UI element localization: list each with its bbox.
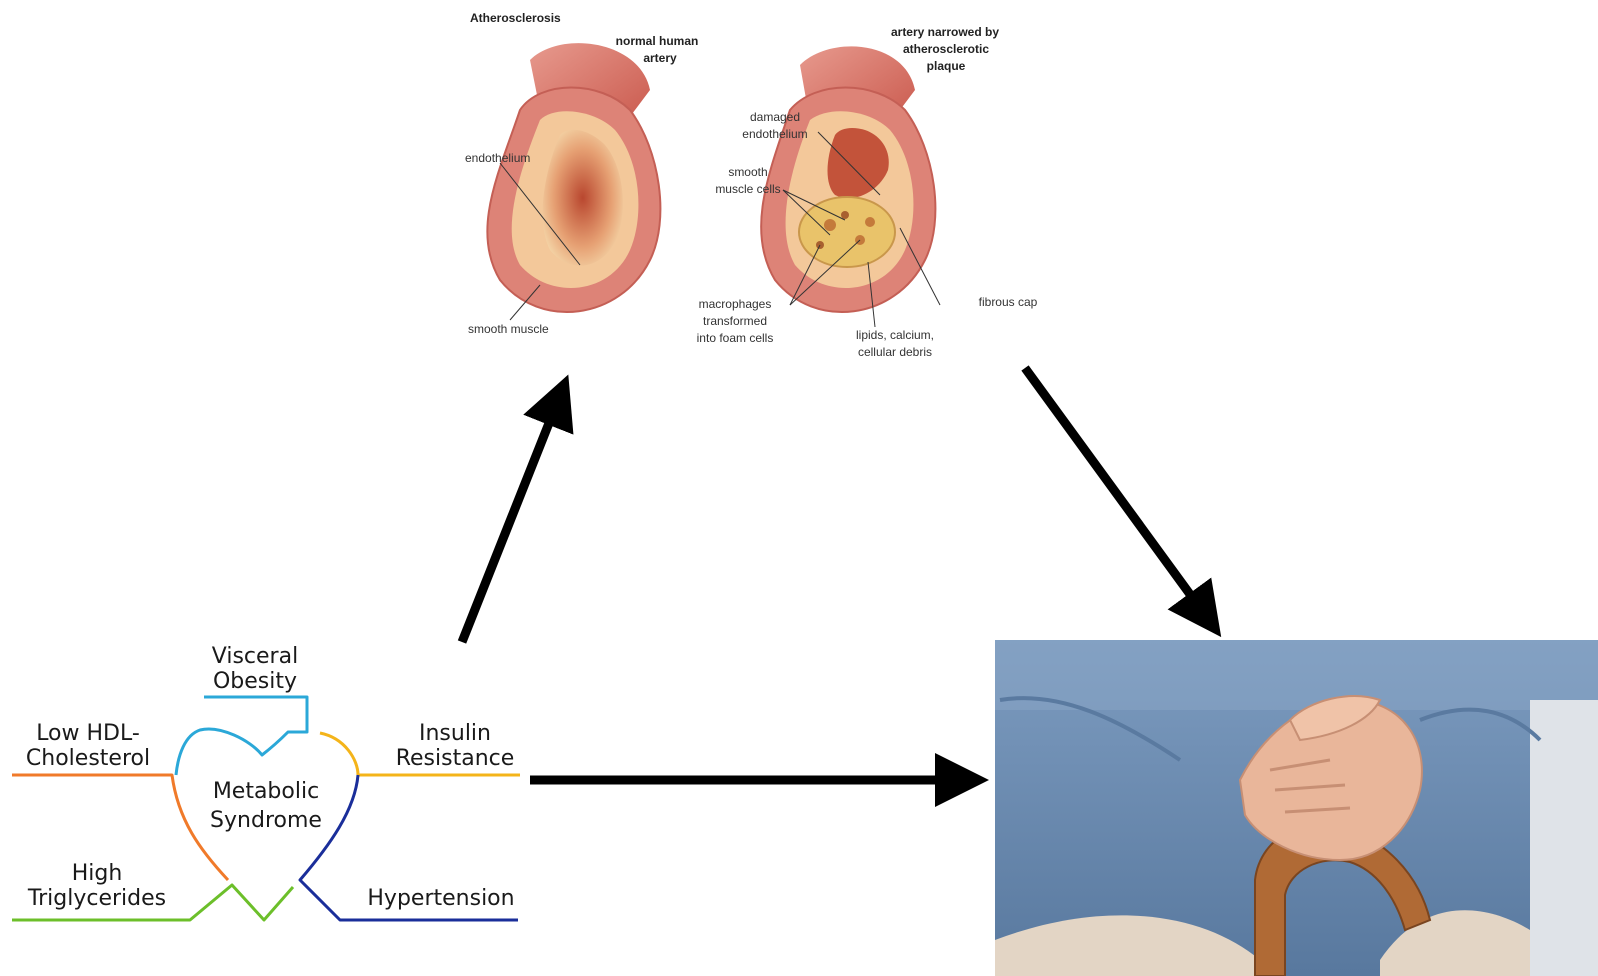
low-hdl-label-1: Low HDL-: [36, 721, 140, 746]
fibrous-cap-label: fibrous cap: [979, 295, 1038, 309]
narrowed-artery-image: [761, 46, 940, 327]
smooth-muscle-cells-label-1: smooth: [728, 165, 767, 179]
narrowed-artery-label-1: artery narrowed by: [891, 25, 999, 39]
insulin-resistance-label-2: Resistance: [396, 746, 515, 771]
high-triglycerides-label-2: Triglycerides: [27, 886, 166, 911]
macrophages-label-3: into foam cells: [697, 331, 774, 345]
chair-back: [1530, 700, 1598, 976]
smooth-muscle-cells-label-2: muscle cells: [715, 182, 780, 196]
lipids-label-1: lipids, calcium,: [856, 328, 934, 342]
high-triglycerides-label-1: High: [72, 861, 123, 886]
lipids-label-2: cellular debris: [858, 345, 932, 359]
metabolic-syndrome-center-1: Metabolic: [213, 779, 319, 804]
metabolic-syndrome-center-2: Syndrome: [210, 808, 322, 833]
low-hdl-label-2: Cholesterol: [26, 746, 150, 771]
narrowed-artery-label-3: plaque: [927, 59, 966, 73]
damaged-endothelium-label-2: endothelium: [742, 127, 807, 141]
normal-artery-image: [487, 43, 660, 320]
atherosclerosis-illustration: Atherosclerosis normal human artery endo…: [465, 11, 1038, 359]
macrophages-label-2: transformed: [703, 314, 767, 328]
arrow-atherosclerosis-to-elderly: [1025, 368, 1200, 608]
arrow-metabolic-to-atherosclerosis: [462, 408, 555, 642]
narrowed-artery-label-2: atherosclerotic: [903, 42, 989, 56]
visceral-obesity-label-2: Obesity: [213, 669, 297, 694]
normal-artery-label-1: normal human: [616, 34, 699, 48]
atherosclerosis-title: Atherosclerosis: [470, 11, 561, 25]
visceral-obesity-label-1: Visceral: [212, 644, 298, 669]
macrophages-label-1: macrophages: [699, 297, 772, 311]
smooth-muscle-label: smooth muscle: [468, 322, 549, 336]
normal-artery-label-2: artery: [643, 51, 677, 65]
damaged-endothelium-label-1: damaged: [750, 110, 800, 124]
insulin-resistance-label-1: Insulin: [419, 721, 491, 746]
hypertension-label: Hypertension: [367, 886, 514, 911]
visceral-obesity-line: [176, 697, 307, 775]
endothelium-label: endothelium: [465, 151, 530, 165]
elderly-hands-on-cane-photo: [995, 640, 1598, 976]
